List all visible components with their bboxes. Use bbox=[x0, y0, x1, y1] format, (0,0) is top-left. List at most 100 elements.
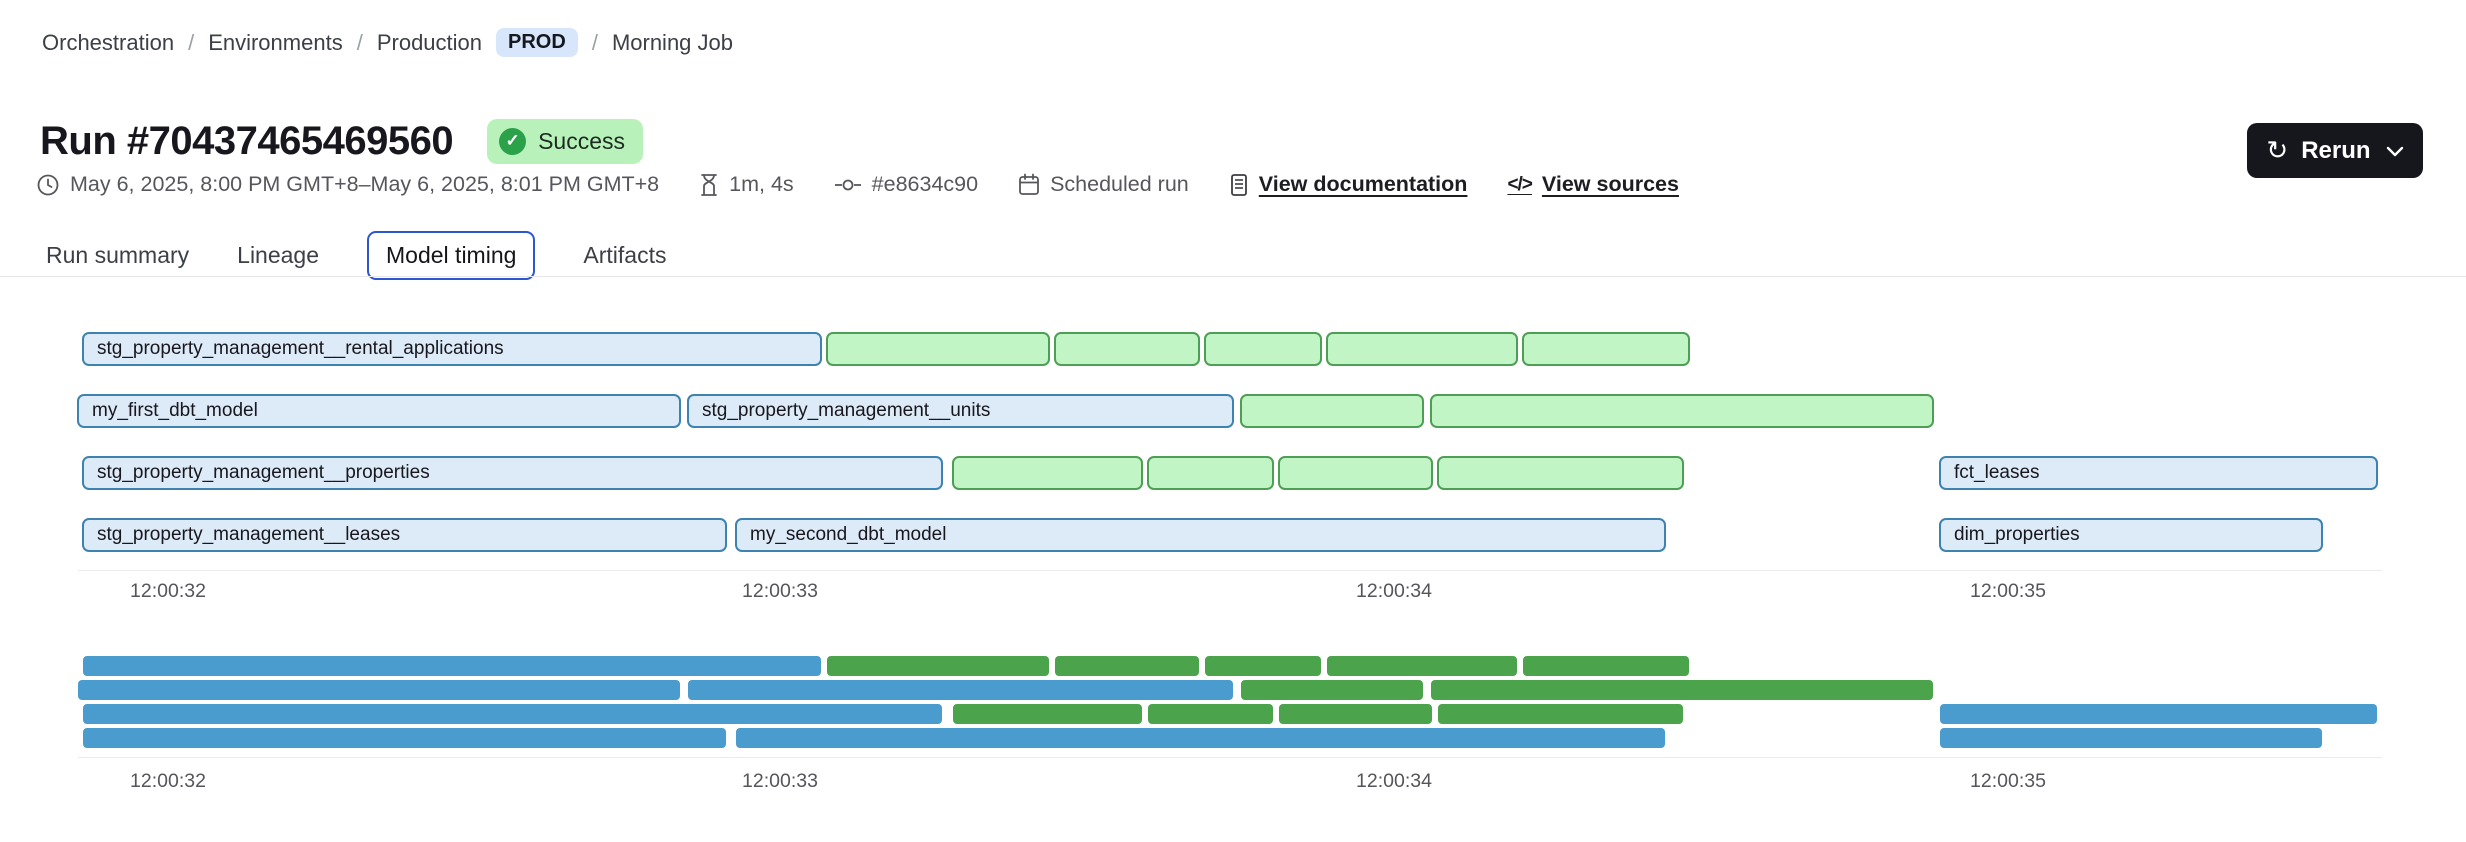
run-commit: #e8634c90 bbox=[834, 172, 978, 197]
minimap-bar[interactable] bbox=[1278, 703, 1433, 725]
breadcrumb-production[interactable]: Production bbox=[376, 29, 483, 55]
minimap-bar[interactable] bbox=[1054, 655, 1200, 677]
minimap-bar[interactable] bbox=[1240, 679, 1424, 701]
gantt-bar-label: stg_property_management__leases bbox=[97, 524, 401, 545]
time-axis-label: 12:00:35 bbox=[1970, 580, 2046, 602]
minimap-bar[interactable] bbox=[1430, 679, 1934, 701]
gantt-bar[interactable] bbox=[1437, 456, 1684, 490]
gantt-bar[interactable] bbox=[1240, 394, 1424, 428]
minimap-bar[interactable] bbox=[826, 655, 1050, 677]
breadcrumb-environments[interactable]: Environments bbox=[208, 29, 343, 55]
minimap-bar[interactable] bbox=[1939, 727, 2323, 749]
breadcrumb-separator: / bbox=[188, 29, 195, 55]
commit-hash[interactable]: #e8634c90 bbox=[871, 172, 979, 196]
gantt-bar[interactable] bbox=[1430, 394, 1934, 428]
commit-icon bbox=[834, 179, 861, 190]
view-sources-label: View sources bbox=[1541, 172, 1679, 196]
minimap-bar[interactable] bbox=[735, 727, 1666, 749]
chevron-down-icon[interactable] bbox=[2386, 145, 2404, 157]
tab-lineage[interactable]: Lineage bbox=[237, 242, 320, 268]
minimap-bar[interactable] bbox=[1326, 655, 1518, 677]
run-trigger: Scheduled run bbox=[1018, 172, 1189, 197]
rerun-button[interactable]: ↻ Rerun bbox=[2247, 123, 2423, 178]
gantt-bar[interactable] bbox=[826, 332, 1050, 366]
minimap-bar[interactable] bbox=[82, 727, 727, 749]
gantt-bar-label: my_second_dbt_model bbox=[750, 524, 947, 545]
tabs-divider bbox=[0, 276, 2466, 277]
time-axis-label: 12:00:34 bbox=[1356, 580, 1432, 602]
tab-run-summary[interactable]: Run summary bbox=[46, 242, 190, 268]
view-documentation-label: View documentation bbox=[1258, 172, 1468, 196]
clock-icon bbox=[37, 174, 59, 195]
breadcrumb-morning-job[interactable]: Morning Job bbox=[611, 29, 734, 55]
tab-model-timing[interactable]: Model timing bbox=[367, 231, 536, 280]
breadcrumb-orchestration[interactable]: Orchestration bbox=[42, 29, 175, 55]
time-axis-label: 12:00:33 bbox=[742, 580, 818, 602]
minimap-bar[interactable] bbox=[1522, 655, 1690, 677]
time-axis-label: 12:00:33 bbox=[742, 770, 818, 792]
minimap-bar[interactable] bbox=[82, 703, 943, 725]
minimap-bar[interactable] bbox=[952, 703, 1143, 725]
check-icon: ✓ bbox=[499, 127, 527, 155]
run-meta-row: May 6, 2025, 8:00 PM GMT+8–May 6, 2025, … bbox=[36, 172, 1679, 197]
breadcrumb: Orchestration / Environments / Productio… bbox=[42, 28, 733, 57]
minimap-bar[interactable] bbox=[1204, 655, 1322, 677]
calendar-icon bbox=[1019, 173, 1039, 195]
time-axis-label: 12:00:32 bbox=[130, 770, 206, 792]
time-axis-label: 12:00:35 bbox=[1970, 770, 2046, 792]
gantt-bar-my_second_dbt_model[interactable]: my_second_dbt_model bbox=[735, 518, 1666, 552]
gantt-bar-label: stg_property_management__properties bbox=[97, 462, 430, 483]
run-trigger-text: Scheduled run bbox=[1050, 172, 1189, 196]
gantt-bar-fct_leases[interactable]: fct_leases bbox=[1939, 456, 2378, 490]
breadcrumb-separator: / bbox=[356, 29, 363, 55]
gantt-bar-dim_properties[interactable]: dim_properties bbox=[1939, 518, 2323, 552]
gantt-bar-label: fct_leases bbox=[1954, 462, 2040, 483]
run-tabs: Run summary Lineage Model timing Artifac… bbox=[46, 231, 666, 280]
view-sources-link[interactable]: </> View sources bbox=[1507, 172, 1679, 197]
hourglass-icon bbox=[701, 173, 718, 196]
minimap-bar[interactable] bbox=[77, 679, 681, 701]
status-label: Success bbox=[538, 127, 625, 154]
gantt-bar-label: my_first_dbt_model bbox=[92, 400, 258, 421]
minimap-bar[interactable] bbox=[1437, 703, 1684, 725]
run-time-range-text: May 6, 2025, 8:00 PM GMT+8–May 6, 2025, … bbox=[70, 172, 660, 196]
run-time-range: May 6, 2025, 8:00 PM GMT+8–May 6, 2025, … bbox=[36, 172, 659, 197]
chart-divider bbox=[78, 570, 2382, 571]
run-duration: 1m, 4s bbox=[699, 172, 794, 197]
breadcrumb-separator: / bbox=[591, 29, 598, 55]
minimap-bar[interactable] bbox=[82, 655, 822, 677]
refresh-icon: ↻ bbox=[2266, 134, 2289, 165]
status-badge: ✓ Success bbox=[487, 118, 643, 164]
gantt-bar[interactable] bbox=[1054, 332, 1200, 366]
gantt-bar-stg_property_management__properties[interactable]: stg_property_management__properties bbox=[82, 456, 943, 490]
title-row: Run #70437465469560 ✓ Success bbox=[40, 92, 643, 191]
gantt-bar[interactable] bbox=[1147, 456, 1274, 490]
page-title: Run #70437465469560 bbox=[40, 118, 454, 163]
gantt-bar-label: stg_property_management__rental_applicat… bbox=[97, 338, 504, 359]
gantt-bar-label: dim_properties bbox=[1954, 524, 2080, 545]
minimap-bar[interactable] bbox=[1939, 703, 2378, 725]
run-duration-text: 1m, 4s bbox=[729, 172, 794, 196]
gantt-bar[interactable] bbox=[1522, 332, 1690, 366]
view-documentation-link[interactable]: View documentation bbox=[1229, 172, 1468, 197]
gantt-bar[interactable] bbox=[1278, 456, 1433, 490]
minimap-bar[interactable] bbox=[1147, 703, 1274, 725]
gantt-bar-stg_property_management__units[interactable]: stg_property_management__units bbox=[687, 394, 1234, 428]
rerun-label: Rerun bbox=[2301, 136, 2371, 164]
environment-badge: PROD bbox=[496, 28, 578, 57]
gantt-bar[interactable] bbox=[952, 456, 1143, 490]
gantt-bar-stg_property_management__leases[interactable]: stg_property_management__leases bbox=[82, 518, 727, 552]
time-axis-label: 12:00:32 bbox=[130, 580, 206, 602]
gantt-bar-label: stg_property_management__units bbox=[702, 400, 991, 421]
gantt-bar-stg_property_management__rental_applications[interactable]: stg_property_management__rental_applicat… bbox=[82, 332, 822, 366]
gantt-bar[interactable] bbox=[1326, 332, 1518, 366]
time-axis-label: 12:00:34 bbox=[1356, 770, 1432, 792]
gantt-bar[interactable] bbox=[1204, 332, 1322, 366]
document-icon bbox=[1230, 173, 1247, 196]
chart-divider bbox=[78, 757, 2382, 758]
gantt-bar-my_first_dbt_model[interactable]: my_first_dbt_model bbox=[77, 394, 681, 428]
tab-artifacts[interactable]: Artifacts bbox=[583, 242, 667, 268]
minimap-bar[interactable] bbox=[687, 679, 1234, 701]
